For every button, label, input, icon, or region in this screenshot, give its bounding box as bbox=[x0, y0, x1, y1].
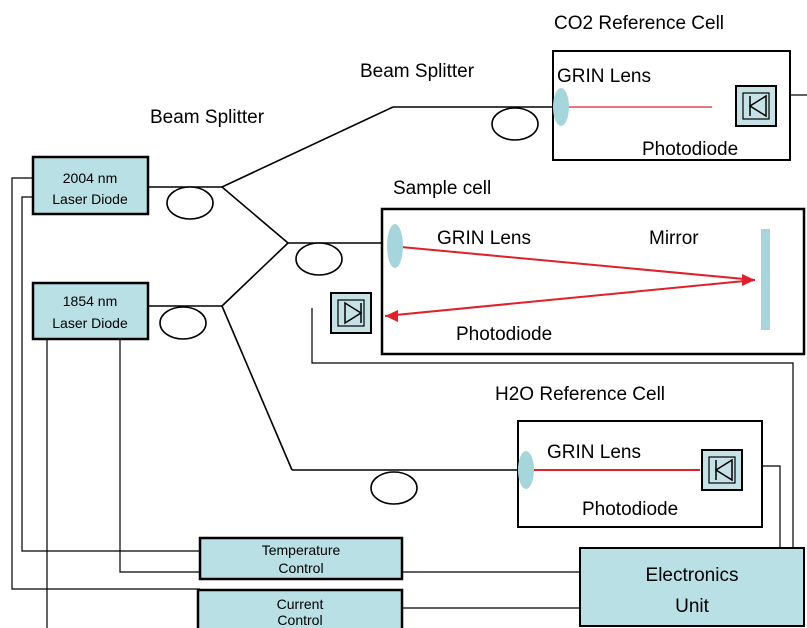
fiber-loop bbox=[295, 242, 343, 276]
laser-2004-line1: 2004 nm bbox=[63, 170, 117, 186]
co2-grin-label: GRIN Lens bbox=[557, 66, 651, 87]
h2o-photodiode-label: Photodiode bbox=[582, 499, 678, 520]
laser-diode-2004: 2004 nm Laser Diode bbox=[31, 155, 150, 216]
current-control-box: Current Control bbox=[196, 588, 404, 628]
laser-1854-line2: Laser Diode bbox=[52, 315, 128, 331]
h2o-photodiode-icon bbox=[701, 449, 743, 491]
h2o-cell-title: H2O Reference Cell bbox=[495, 384, 665, 405]
sample-photodiode-label: Photodiode bbox=[456, 324, 552, 345]
sample-cell-title: Sample cell bbox=[393, 178, 491, 199]
current-control-line2: Control bbox=[277, 612, 322, 628]
temperature-control-line2: Control bbox=[278, 560, 323, 576]
electronics-unit-box: Electronics Unit bbox=[579, 547, 805, 627]
co2-reference-cell: GRIN Lens Photodiode bbox=[552, 50, 791, 161]
electronics-unit-line2: Unit bbox=[675, 596, 710, 617]
control-wiring bbox=[11, 94, 807, 628]
current-control-line1: Current bbox=[277, 596, 324, 612]
beam-splitter-left-label: Beam Splitter bbox=[150, 107, 265, 128]
electronics-unit-line1: Electronics bbox=[646, 565, 739, 586]
mirror-label: Mirror bbox=[649, 228, 699, 249]
temperature-control-line1: Temperature bbox=[262, 542, 341, 558]
mirror-icon bbox=[761, 229, 770, 330]
co2-grin-lens bbox=[553, 88, 569, 126]
h2o-grin-label: GRIN Lens bbox=[547, 442, 641, 463]
co2-photodiode-label: Photodiode bbox=[642, 139, 738, 160]
beam-splitter-top-label: Beam Splitter bbox=[360, 61, 475, 82]
co2-photodiode-icon bbox=[735, 85, 777, 127]
laser-diode-1854: 1854 nm Laser Diode bbox=[31, 281, 150, 341]
h2o-grin-lens bbox=[518, 451, 534, 489]
fiber-loops bbox=[159, 107, 539, 505]
sample-photodiode-icon bbox=[330, 292, 372, 334]
fiber-loop bbox=[166, 186, 214, 220]
fiber-loop bbox=[491, 107, 539, 141]
laser-1854-line1: 1854 nm bbox=[63, 293, 117, 309]
fiber-loop bbox=[370, 471, 418, 505]
sample-cell: GRIN Lens Mirror Photodiode bbox=[330, 207, 806, 356]
fiber-paths bbox=[148, 106, 555, 471]
h2o-reference-cell: GRIN Lens Photodiode bbox=[517, 420, 763, 528]
sample-grin-label: GRIN Lens bbox=[437, 228, 531, 249]
laser-2004-line2: Laser Diode bbox=[52, 191, 128, 207]
temperature-control-box: Temperature Control bbox=[198, 536, 404, 581]
co2-cell-title: CO2 Reference Cell bbox=[554, 13, 724, 34]
fiber-loop bbox=[159, 306, 207, 340]
sample-grin-lens bbox=[387, 224, 403, 268]
